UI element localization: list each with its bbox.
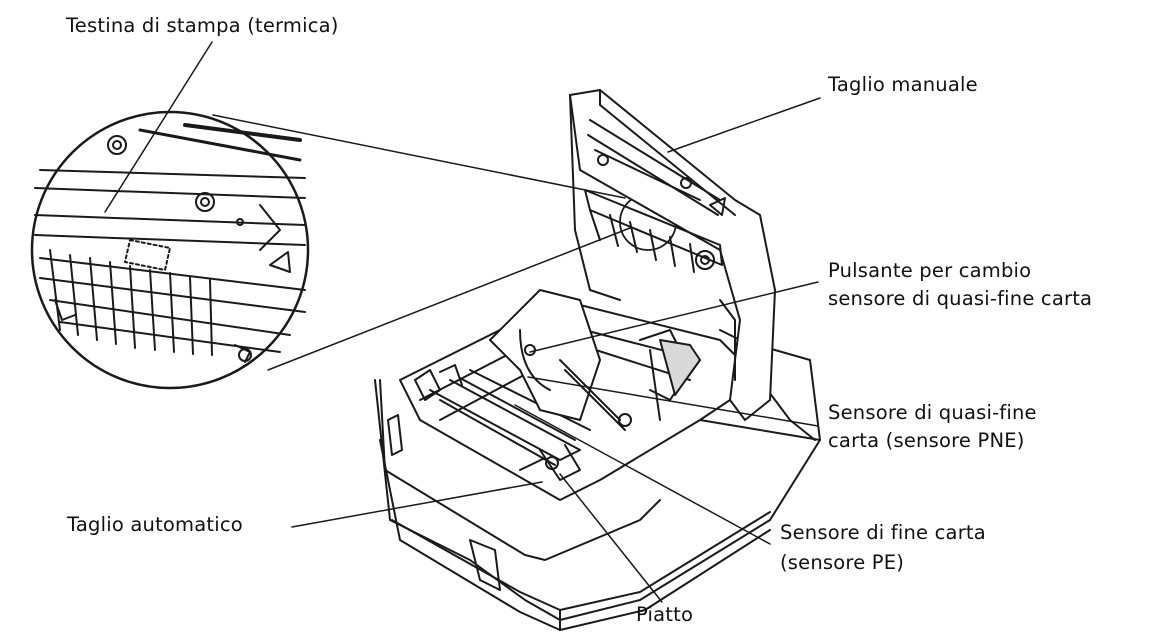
label-near-end-sensor-line2: carta (sensore PNE) — [828, 429, 1025, 452]
label-paper-end-sensor-line1: Sensore di fine carta — [780, 521, 986, 544]
label-paper-end-sensor-line2: (sensore PE) — [780, 551, 905, 574]
leader-platen — [559, 473, 663, 603]
printer-lid — [569, 89, 776, 421]
callout-lines — [104, 41, 821, 603]
leader-auto-cutter — [291, 481, 543, 528]
label-print-head: Testina di stampa (termica) — [66, 14, 339, 37]
leader-manual-cutter — [667, 97, 821, 153]
printer-body — [374, 289, 821, 631]
label-platen: Piatto — [636, 603, 694, 626]
leader-print-head — [104, 41, 213, 213]
label-near-end-sensor-line1: Sensore di quasi-fine — [828, 401, 1037, 424]
leader-near-end-sensor — [527, 376, 819, 427]
leader-paper-end-sensor — [514, 404, 771, 545]
print-head-detail — [34, 123, 306, 363]
label-auto-cutter: Taglio automatico — [67, 513, 243, 536]
label-near-end-button-line1: Pulsante per cambio — [828, 259, 1032, 282]
label-manual-cutter: Taglio manuale — [828, 73, 978, 96]
label-near-end-button-line2: sensore di quasi-fine carta — [828, 287, 1093, 310]
leader-near-end-button — [529, 281, 819, 353]
